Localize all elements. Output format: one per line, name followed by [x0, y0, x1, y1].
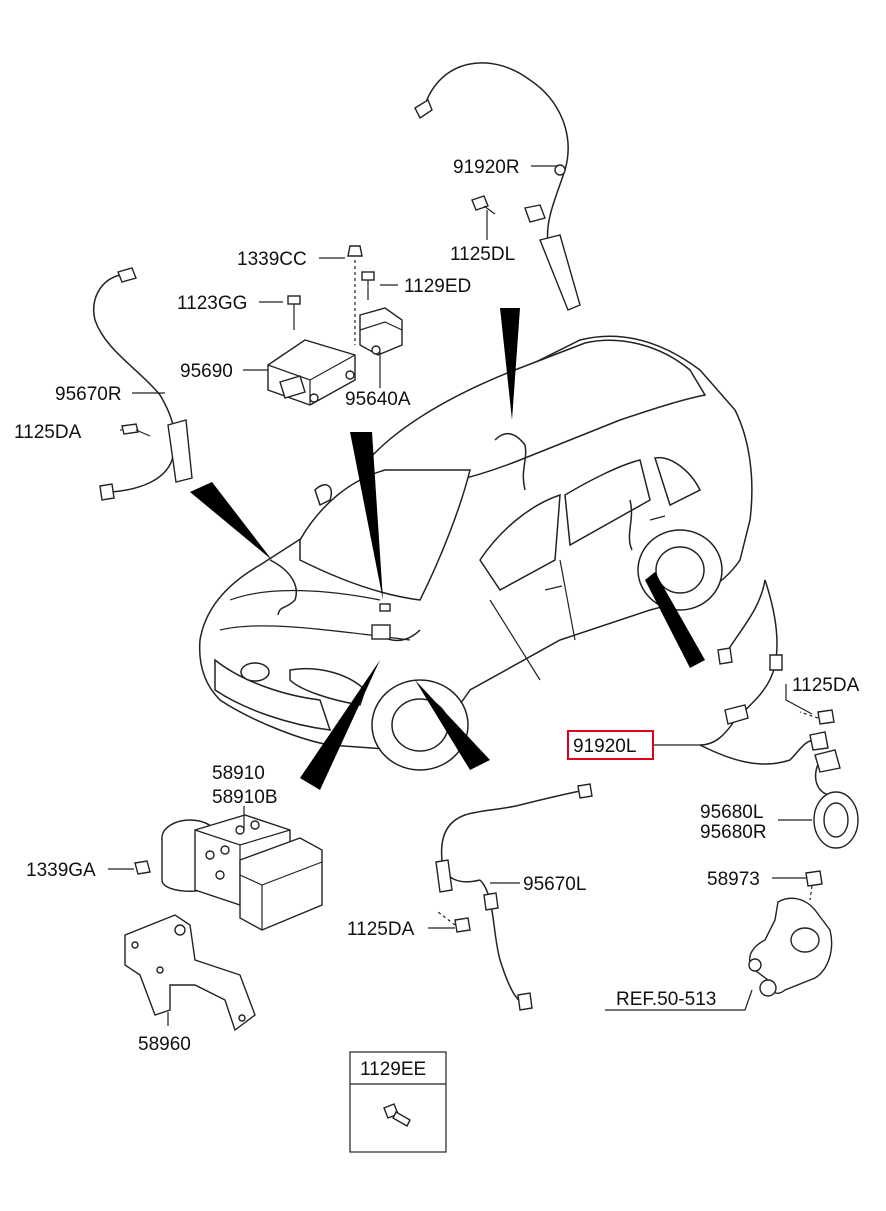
part-labels: 91920R 1125DL 1339CC 1129ED 1123GG 95690…	[14, 157, 860, 1055]
label-95680R[interactable]: 95680R	[700, 822, 767, 843]
label-91920L[interactable]: 91920L	[573, 736, 636, 757]
vehicle-illustration	[198, 335, 753, 771]
label-1339CC[interactable]: 1339CC	[237, 249, 307, 270]
part-91920L-harness	[699, 579, 829, 765]
highlight-box-91920L	[567, 730, 654, 760]
label-ref-50-513[interactable]: REF.50-513	[616, 989, 716, 1010]
label-95640A[interactable]: 95640A	[345, 389, 411, 410]
label-1125DA-right[interactable]: 1125DA	[792, 675, 860, 696]
label-58910B[interactable]: 58910B	[212, 787, 278, 808]
part-58910-abs-module	[161, 814, 323, 931]
part-95680-sensor-ring	[813, 749, 859, 849]
part-58960-bracket	[124, 914, 256, 1032]
label-1125DL[interactable]: 1125DL	[450, 244, 515, 265]
bolt-icon	[383, 1103, 411, 1127]
label-58973[interactable]: 58973	[707, 869, 760, 890]
callout-box-1129EE: 1129EE	[349, 1051, 447, 1153]
label-95690[interactable]: 95690	[180, 361, 233, 382]
label-1125DA-bottom[interactable]: 1125DA	[347, 919, 415, 940]
part-95690-module	[267, 339, 356, 406]
label-1129EE[interactable]: 1129EE	[360, 1059, 426, 1080]
part-95670R-sensor	[93, 267, 193, 501]
part-91920R-harness	[414, 62, 581, 311]
label-95670R[interactable]: 95670R	[55, 384, 122, 405]
part-1125DA-bolt-bottom	[437, 911, 471, 933]
label-95670L[interactable]: 95670L	[523, 874, 586, 895]
label-1339GA[interactable]: 1339GA	[26, 860, 96, 881]
part-95640A-sensor	[359, 307, 403, 356]
part-1125DL-bolt	[471, 195, 496, 215]
pointer-arrows	[190, 308, 705, 790]
label-58910[interactable]: 58910	[212, 763, 265, 784]
part-95670L-sensor	[435, 783, 593, 1011]
part-1125DA-bolt-right	[799, 709, 835, 725]
label-1125DA-left[interactable]: 1125DA	[14, 422, 82, 443]
part-knuckle	[748, 897, 833, 997]
label-95680L[interactable]: 95680L	[700, 802, 763, 823]
part-58973-bolt	[805, 870, 823, 901]
leader-lines	[108, 165, 813, 1026]
label-58960[interactable]: 58960	[138, 1034, 191, 1055]
label-1129ED[interactable]: 1129ED	[404, 276, 471, 297]
part-1339GA-nut	[134, 860, 151, 875]
label-1123GG[interactable]: 1123GG	[177, 293, 247, 314]
label-91920R[interactable]: 91920R	[453, 157, 520, 178]
part-bolts-top	[287, 245, 375, 345]
